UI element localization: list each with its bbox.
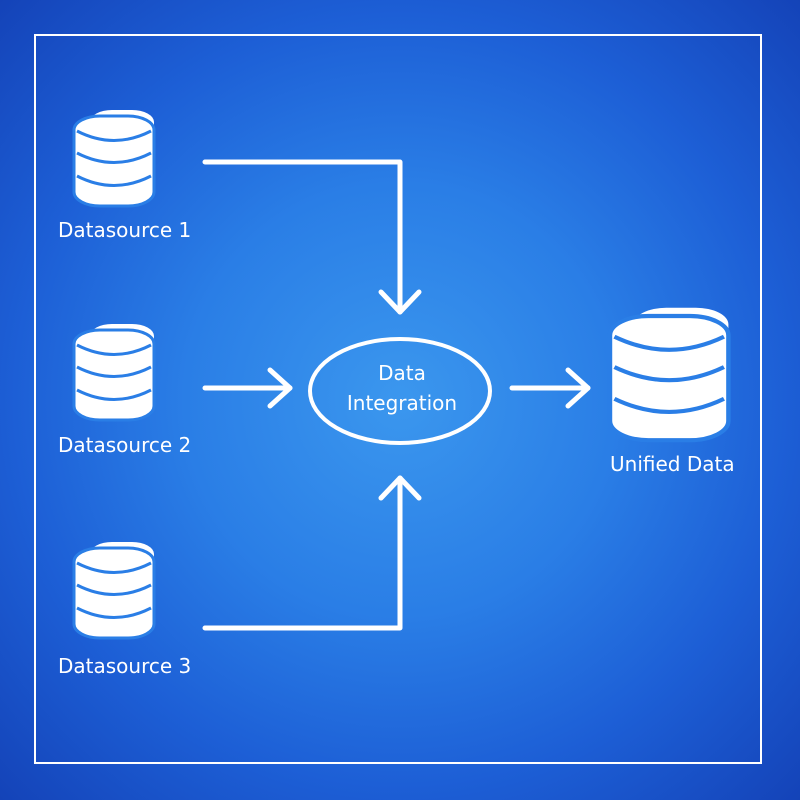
datasource-label: Datasource 3 <box>58 654 192 678</box>
datasource-label: Datasource 2 <box>58 433 192 457</box>
arrow-source-3 <box>202 475 422 631</box>
integration-node <box>308 337 492 445</box>
database-icon <box>72 108 156 208</box>
diagram-frame <box>34 34 762 764</box>
integration-label-line1: Data <box>378 361 426 385</box>
arrow-to-target <box>509 367 591 409</box>
arrow-source-1 <box>202 159 422 315</box>
integration-label: Data Integration <box>310 358 494 418</box>
arrow-source-2 <box>202 367 293 409</box>
database-icon <box>72 540 156 640</box>
integration-label-line2: Integration <box>346 391 458 415</box>
unified-data-label: Unified Data <box>610 452 735 476</box>
datasource-label: Datasource 1 <box>58 218 192 242</box>
database-icon <box>610 308 728 440</box>
database-icon <box>72 322 156 422</box>
